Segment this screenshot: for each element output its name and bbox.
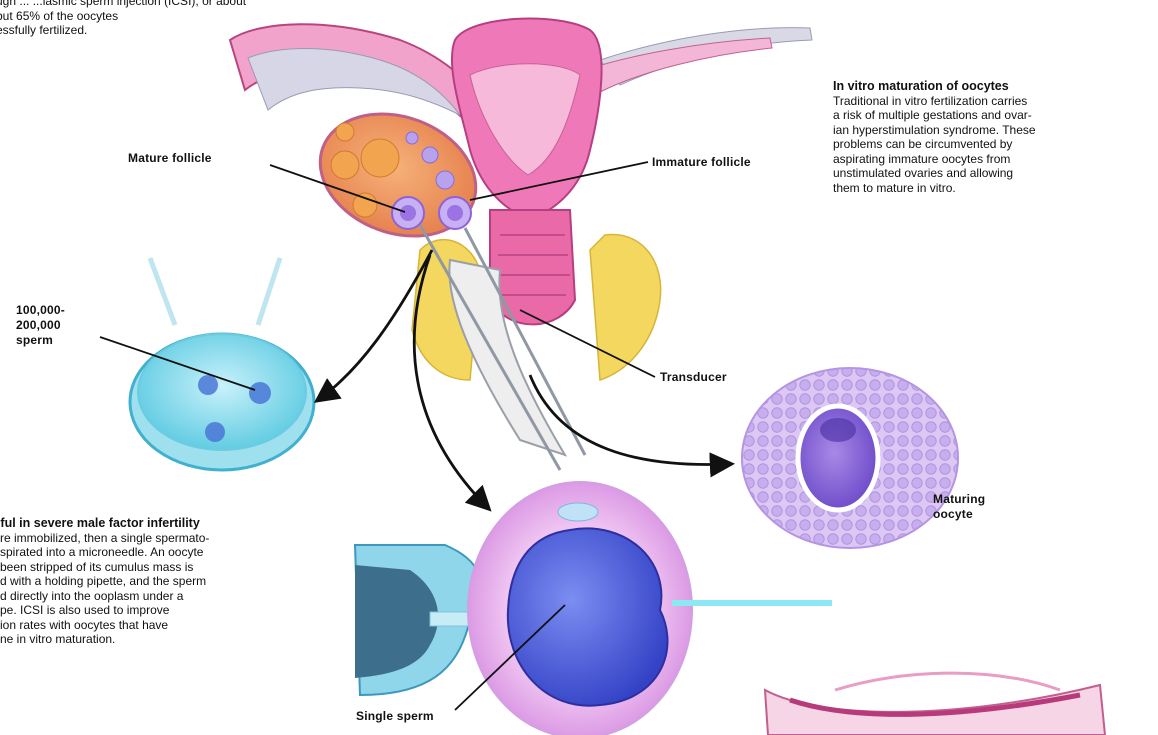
text-line: Traditional in vitro fertilization carri…: [833, 94, 1036, 109]
text-line: unstimulated ovaries and allowing: [833, 166, 1036, 181]
text-line: aspirating immature oocytes from: [833, 152, 1036, 167]
maturing-oocyte-label: Maturing oocyte: [933, 492, 985, 522]
immature-follicle-label: Immature follicle: [652, 155, 751, 169]
text-line: ian hyperstimulation syndrome. These: [833, 123, 1036, 138]
text-line: ...re immobilized, then a single spermat…: [0, 531, 209, 546]
sperm-count-line: 100,000-: [16, 303, 65, 318]
text-line: ...ion rates with oocytes that have: [0, 618, 209, 633]
ivm-description: In vitro maturation of oocytes Tradition…: [833, 79, 1036, 195]
culture-dish: [130, 258, 314, 470]
icsi-heading: ...ful in severe male factor infertility: [0, 516, 209, 531]
text-line: a risk of multiple gestations and ovar-: [833, 108, 1036, 123]
maturing-oocyte: [742, 368, 958, 548]
text-line: them to mature in vitro.: [833, 181, 1036, 196]
text-line: ...spirated into a microneedle. An oocyt…: [0, 545, 209, 560]
sperm-count-line: sperm: [16, 333, 65, 348]
transducer-label: Transducer: [660, 370, 727, 384]
single-sperm-label: Single sperm: [356, 709, 434, 723]
uterine-fragment: [765, 673, 1105, 735]
text-line: ugh ... ...lasmic sperm injection (ICSI)…: [0, 0, 246, 9]
text-line: ...d with a holding pipette, and the spe…: [0, 574, 209, 589]
icsi-description: ...ful in severe male factor infertility…: [0, 516, 209, 647]
mature-follicle-label: Mature follicle: [128, 151, 212, 165]
sperm-count-label: 100,000- 200,000 sperm: [16, 303, 65, 348]
fertilization-rate-text: ugh ... ...lasmic sperm injection (ICSI)…: [0, 0, 246, 38]
text-line: ...d directly into the ooplasm under a: [0, 589, 209, 604]
text-line: ...ne in vitro maturation.: [0, 632, 209, 647]
text-line: problems can be circumvented by: [833, 137, 1036, 152]
maturing-line: oocyte: [933, 507, 985, 522]
text-line: ...been stripped of its cumulus mass is: [0, 560, 209, 575]
text-line: but 65% of the oocytes: [0, 9, 246, 24]
ivm-heading: In vitro maturation of oocytes: [833, 79, 1036, 94]
maturing-line: Maturing: [933, 492, 985, 507]
text-line: ...pe. ICSI is also used to improve: [0, 603, 209, 618]
sperm-count-line: 200,000: [16, 318, 65, 333]
text-line: essfully fertilized.: [0, 23, 246, 38]
icsi-scene: [355, 482, 832, 735]
